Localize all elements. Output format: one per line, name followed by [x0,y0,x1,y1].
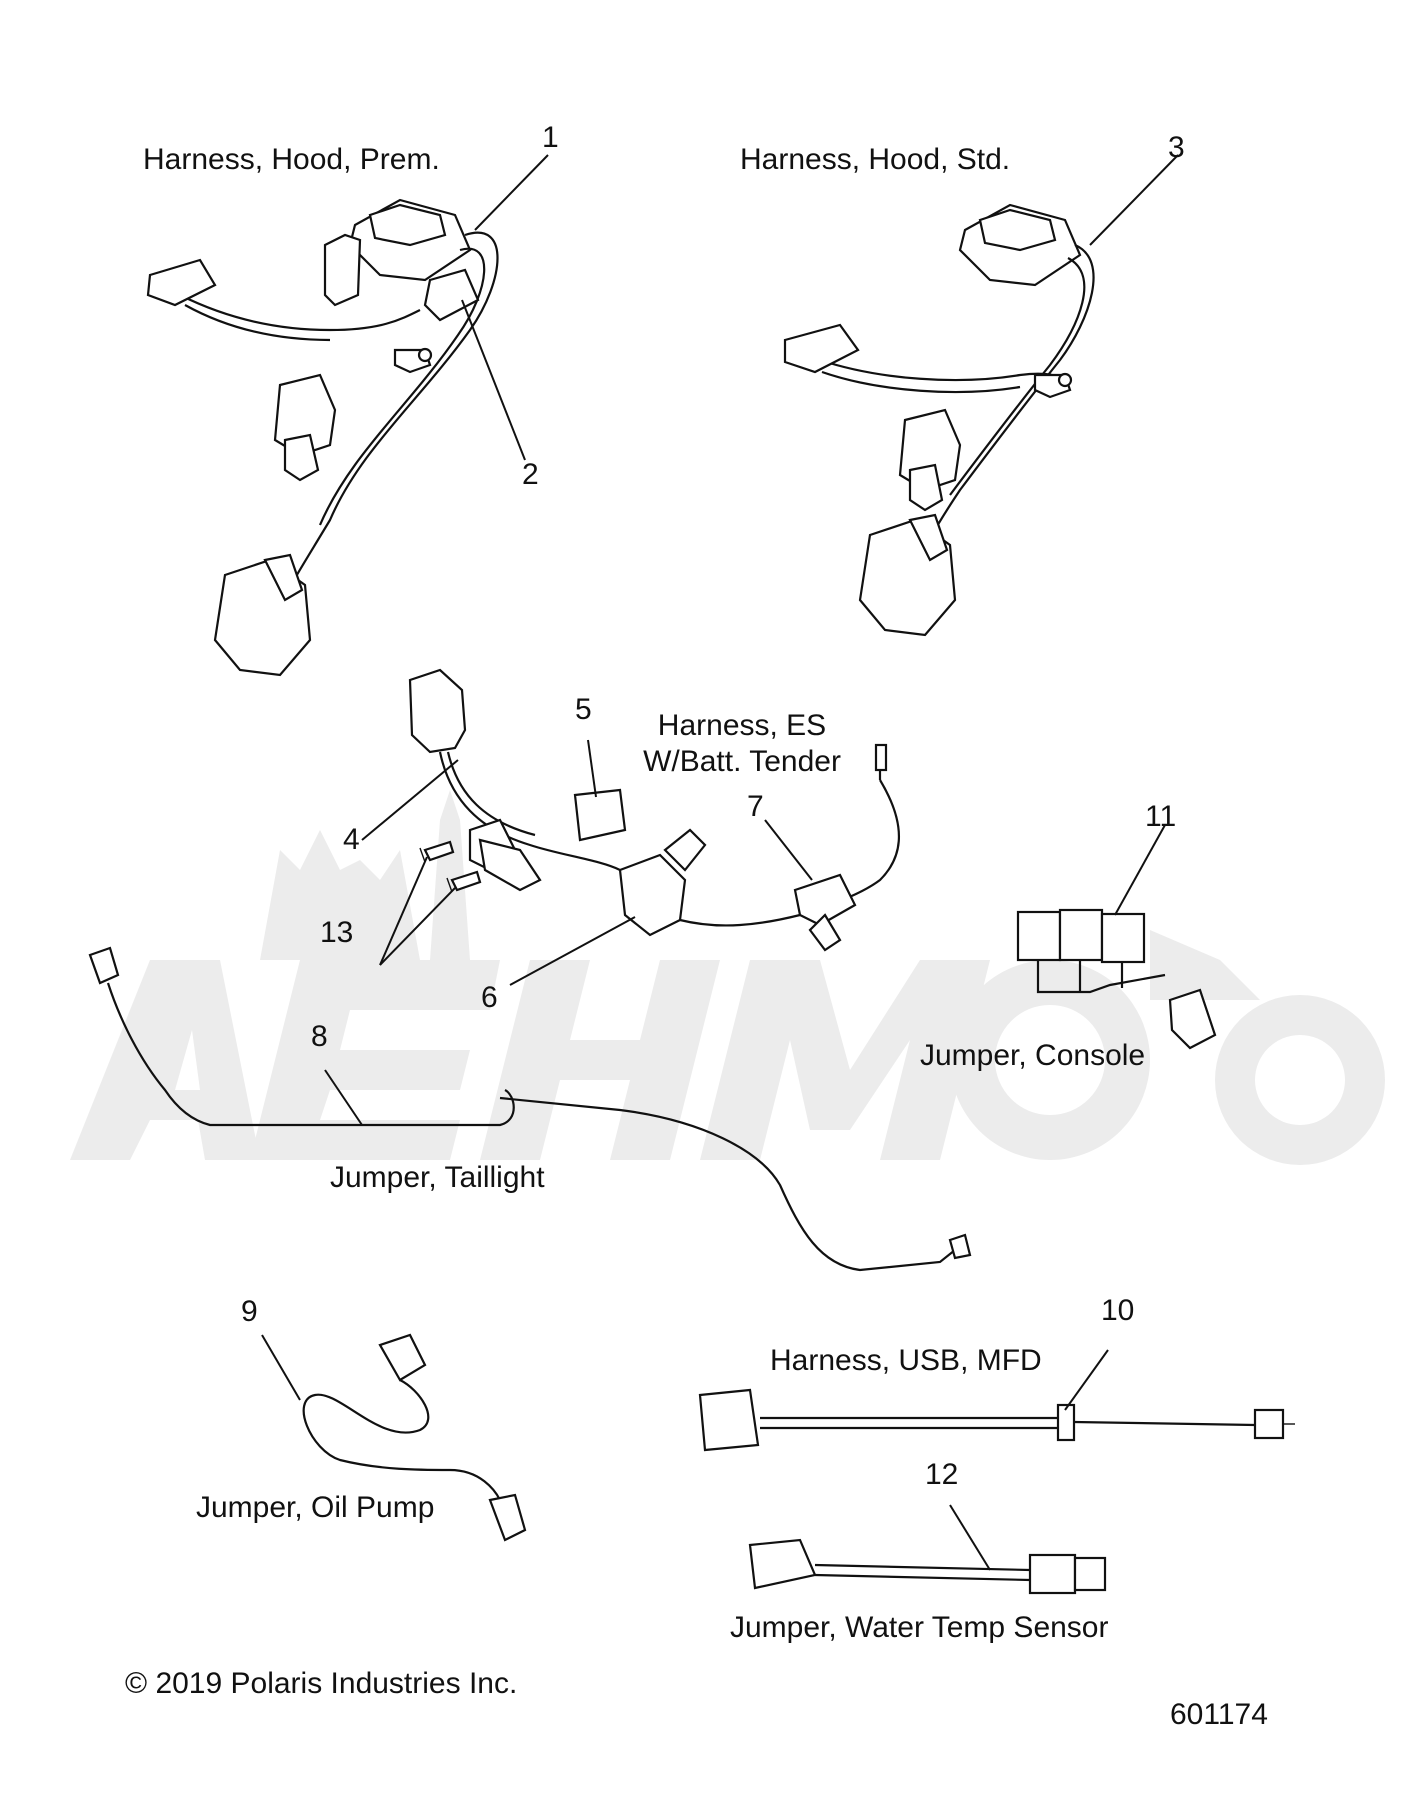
callout-7: 7 [747,790,764,823]
label-harness-es-line2: W/Batt. Tender [643,745,841,778]
label-harness-es-line1: Harness, ES [657,709,827,742]
jumper-taillight-art [88,946,972,1272]
label-harness-hood-prem: Harness, Hood, Prem. [143,143,440,176]
callout-4: 4 [343,823,360,856]
label-jumper-water-temp: Jumper, Water Temp Sensor [730,1611,1109,1644]
harness-usb-mfd-art [698,1388,1295,1452]
leader-lines [261,154,1179,1571]
jumper-water-temp-art [748,1538,1107,1595]
jumper-oil-pump-art [302,1333,527,1542]
callout-11: 11 [1145,800,1177,833]
harness-hood-prem-art [146,198,499,677]
callout-13: 13 [320,916,354,949]
callout-8: 8 [311,1020,328,1053]
copyright-text: © 2019 Polaris Industries Inc. [125,1667,518,1700]
callout-5: 5 [575,693,592,726]
label-harness-hood-std: Harness, Hood, Std. [740,143,1011,176]
callout-2: 2 [522,458,539,491]
label-harness-usb-mfd: Harness, USB, MFD [770,1344,1042,1377]
screws-art [419,840,482,893]
diagram-number: 601174 [1170,1698,1268,1731]
harness-es-art [408,668,901,952]
callout-3: 3 [1168,131,1185,164]
callout-12: 12 [925,1458,959,1491]
callout-9: 9 [241,1295,258,1328]
label-jumper-oil-pump: Jumper, Oil Pump [196,1491,435,1524]
callout-1: 1 [542,121,559,154]
label-jumper-console: Jumper, Console [920,1039,1146,1072]
label-jumper-taillight: Jumper, Taillight [330,1161,545,1194]
callout-10: 10 [1101,1294,1135,1327]
jumper-console-art [1016,908,1217,1050]
harness-hood-std-art [783,203,1095,637]
callout-6: 6 [481,981,498,1014]
